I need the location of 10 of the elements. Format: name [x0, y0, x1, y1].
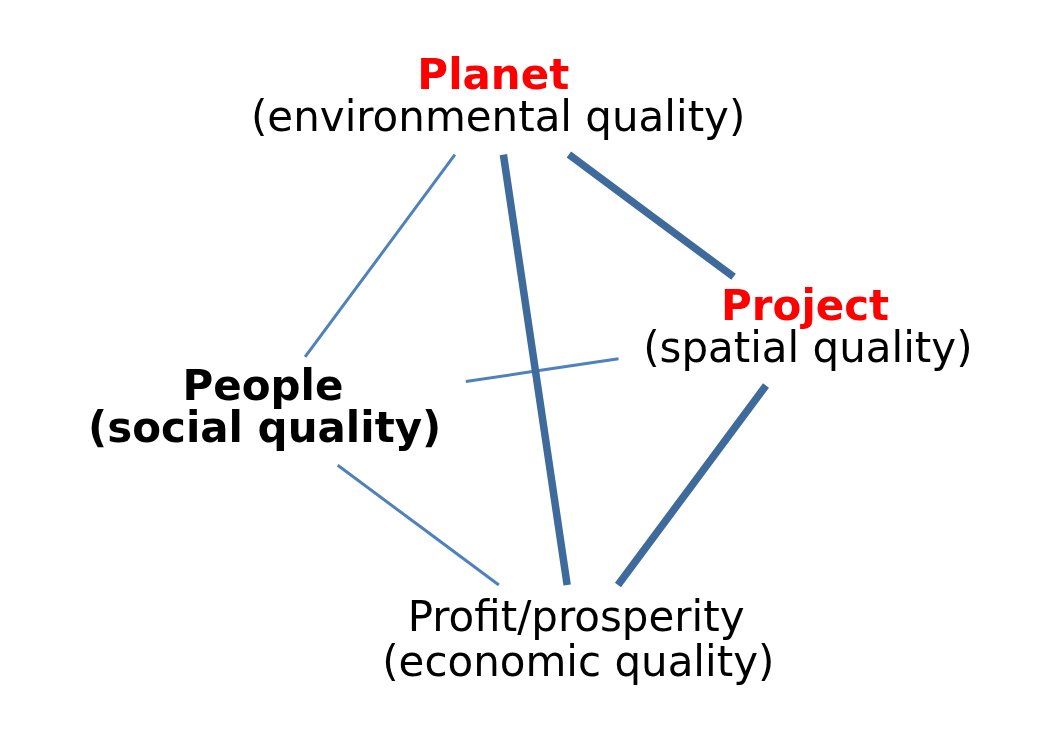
- connector: [336, 463, 500, 586]
- connector: [499, 153, 571, 586]
- connector: [465, 356, 619, 383]
- node-text: Project (spatial quality): [643, 280, 973, 372]
- node-text: People (social quality): [88, 360, 442, 452]
- connector: [566, 151, 736, 280]
- node-text: Planet (environmental quality): [251, 49, 746, 141]
- connector: [614, 382, 769, 587]
- node-text: Profit/prosperity (economic quality): [382, 591, 775, 686]
- connector: [303, 153, 457, 358]
